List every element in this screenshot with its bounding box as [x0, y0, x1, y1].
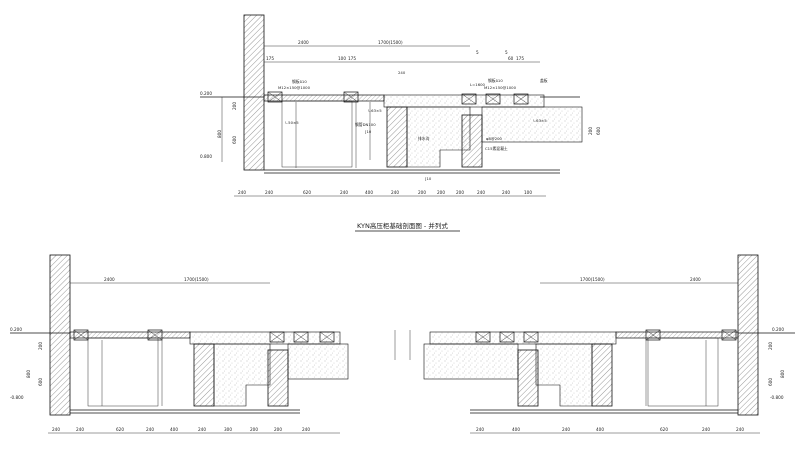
svg-text:240: 240: [76, 427, 84, 432]
elev-left-top: 0.200: [200, 91, 212, 96]
pier-concrete: [406, 106, 471, 168]
height-800: 800: [217, 130, 222, 138]
elev-left-bot: 0.800: [200, 154, 212, 159]
svg-text:620: 620: [303, 190, 311, 195]
svg-text:240: 240: [302, 427, 310, 432]
cable-box-5: [513, 93, 529, 105]
bl-elev-bot: -0.800: [10, 395, 24, 400]
label-240: 240: [398, 70, 406, 75]
cable-box-4: [485, 93, 501, 105]
pier-wall: [386, 106, 408, 168]
br-top-dim-1: 1700(1500): [580, 277, 605, 282]
svg-text:300: 300: [224, 427, 232, 432]
label-pipe: 钢管DN100: [355, 122, 376, 127]
label-channel-bottom: [10: [425, 176, 432, 181]
svg-text:800: 800: [780, 370, 785, 378]
bl-top-dim-2: 1700(1500): [184, 277, 209, 282]
top-dim-2: 1700(1500): [378, 40, 403, 45]
height-right-600: 600: [596, 127, 601, 135]
cable-box-3: [461, 93, 477, 105]
label-plate: 钢板δ10: [292, 79, 307, 84]
svg-text:400: 400: [596, 427, 604, 432]
svg-text:600: 600: [38, 378, 43, 386]
svg-text:200: 200: [274, 427, 282, 432]
small-dim-2: 100: [338, 56, 346, 61]
height-200: 200: [232, 102, 237, 110]
cable-box-2: [343, 91, 359, 103]
left-wall: [243, 14, 265, 171]
svg-text:620: 620: [116, 427, 124, 432]
bl-slab-right: [189, 331, 341, 345]
svg-text:200: 200: [250, 427, 258, 432]
small-dim-4: 5: [476, 50, 479, 55]
label-rebar: φ8@200: [486, 136, 503, 141]
top-bottom-dims: 240 240 620 240 400 240 200 200 200 240 …: [238, 190, 532, 195]
svg-text:200: 200: [418, 190, 426, 195]
right-concrete: [481, 106, 583, 143]
small-dim-6: 60: [508, 56, 514, 61]
svg-text:400: 400: [170, 427, 178, 432]
label-plate-2: 钢板δ10: [488, 78, 503, 83]
small-dim-3: 175: [348, 56, 356, 61]
bl-left-wall: [49, 254, 71, 416]
svg-text:400: 400: [365, 190, 373, 195]
svg-text:240: 240: [238, 190, 246, 195]
label-channel: [10: [365, 129, 372, 134]
top-slab-right: [383, 94, 545, 108]
cable-box-1: [267, 91, 283, 103]
small-dim-5: 5: [505, 50, 508, 55]
bl-elev-top: 0.200: [10, 327, 22, 332]
svg-text:240: 240: [702, 427, 710, 432]
svg-text:240: 240: [146, 427, 154, 432]
top-dim-1: 2400: [298, 40, 309, 45]
svg-text:800: 800: [26, 370, 31, 378]
svg-text:240: 240: [502, 190, 510, 195]
bottom-right-drawing: 1700(1500) 2400 0.200 -0.800 800 600 200…: [423, 254, 795, 434]
br-top-dim-2: 2400: [690, 277, 701, 282]
label-bolt-2: M12×150@1000: [484, 85, 517, 90]
label-angle1b: ∟63×5: [533, 118, 547, 123]
label-len: L=1600: [470, 82, 486, 87]
svg-text:240: 240: [477, 190, 485, 195]
label-drain: 排水沟: [418, 136, 430, 141]
svg-text:240: 240: [476, 427, 484, 432]
svg-text:240: 240: [340, 190, 348, 195]
small-dim-1: 175: [266, 56, 274, 61]
small-dim-7: 175: [516, 56, 524, 61]
height-600: 600: [232, 136, 237, 144]
svg-text:620: 620: [660, 427, 668, 432]
svg-text:200: 200: [38, 342, 43, 350]
svg-text:240: 240: [391, 190, 399, 195]
br-elev-bot: -0.800: [770, 395, 784, 400]
trench-cavity: [281, 100, 353, 168]
label-angle1: ∟63×5: [368, 108, 382, 113]
label-angle2: ∟50×5: [285, 120, 299, 125]
svg-text:200: 200: [456, 190, 464, 195]
svg-text:240: 240: [52, 427, 60, 432]
pier-wall-2: [461, 114, 483, 168]
bl-bottom-dims: 240 240 620 240 400 240 300 200 200 240: [52, 427, 310, 432]
svg-text:400: 400: [512, 427, 520, 432]
svg-text:240: 240: [265, 190, 273, 195]
br-right-wall: [737, 254, 759, 416]
bottom-left-drawing: 2400 1700(1500) 0.200 -0.800 800 600 200…: [10, 254, 349, 434]
label-concrete: C15素混凝土: [485, 146, 508, 151]
svg-text:600: 600: [768, 378, 773, 386]
svg-text:200: 200: [768, 342, 773, 350]
label-cover: 盖板: [540, 78, 548, 83]
top-section-drawing: 2400 1700(1500) 175 100 175 5 5 60 175 钢…: [200, 14, 601, 197]
svg-text:240: 240: [562, 427, 570, 432]
drawing-title: KYN高压柜基础剖面图 - 并列式: [357, 221, 448, 230]
bl-top-dim-1: 2400: [104, 277, 115, 282]
svg-text:240: 240: [198, 427, 206, 432]
label-bolt: M12×150@1000: [278, 85, 311, 90]
svg-text:100: 100: [524, 190, 532, 195]
br-bottom-dims: 240 400 240 400 620 240 240: [476, 427, 744, 432]
br-elev-top: 0.200: [772, 327, 784, 332]
svg-text:240: 240: [736, 427, 744, 432]
height-right-200: 200: [588, 127, 593, 135]
svg-text:200: 200: [437, 190, 445, 195]
